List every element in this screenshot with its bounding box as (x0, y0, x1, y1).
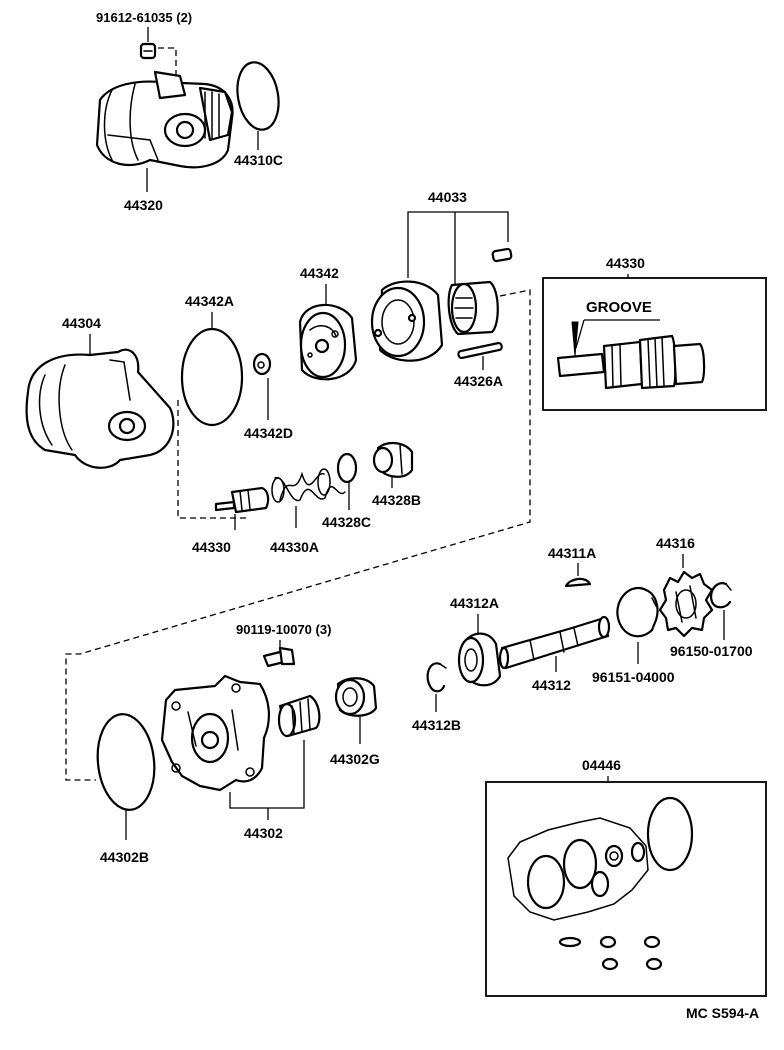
pump-assembly-44320 (95, 70, 234, 169)
label-44328B: 44328B (372, 492, 421, 508)
label-44342A: 44342A (185, 293, 234, 309)
label-44312B: 44312B (412, 717, 461, 733)
valve-groove-detail (556, 321, 706, 390)
label-44302: 44302 (244, 825, 283, 841)
front-cover-44302 (160, 674, 270, 792)
oring-44328C (336, 452, 358, 484)
spring-44330A (271, 468, 346, 503)
label-44312: 44312 (532, 677, 571, 693)
label-44342: 44342 (300, 265, 339, 281)
label-91612-61035: 91612-61035 (2) (96, 10, 192, 25)
oring-44310C (236, 61, 280, 131)
label-44330: 44330 (192, 539, 231, 555)
side-plate-44342 (298, 303, 358, 381)
label-44328C: 44328C (322, 514, 371, 530)
housing-44304 (25, 348, 175, 469)
rotor-44033 (447, 280, 499, 336)
label-44304: 44304 (62, 315, 101, 331)
nut-91612 (139, 42, 177, 80)
vane-44033 (491, 247, 513, 263)
label-96150-01700: 96150-01700 (670, 643, 753, 659)
label-44310C: 44310C (234, 152, 283, 168)
cam-ring-44033 (370, 280, 444, 362)
label-44302B: 44302B (100, 849, 149, 865)
label-90119-10070: 90119-10070 (3) (236, 622, 331, 637)
pin-44326A (457, 341, 503, 360)
label-44342D: 44342D (244, 425, 293, 441)
label-44330A: 44330A (270, 539, 319, 555)
needle-bearing-44302 (277, 694, 321, 738)
label-groove: GROOVE (586, 299, 652, 316)
bearing-44302G (334, 677, 378, 717)
label-44033: 44033 (428, 189, 467, 205)
label-44330-box: 44330 (606, 255, 645, 271)
washer-44342D (252, 352, 272, 376)
label-04446: 04446 (582, 757, 621, 773)
clip-96150-01700 (710, 582, 732, 609)
gear-44316 (658, 570, 714, 638)
label-44326A: 44326A (454, 373, 503, 389)
label-44316: 44316 (656, 535, 695, 551)
snap-ring-96151-04000 (616, 587, 659, 638)
bolt-90119-10070 (262, 646, 296, 668)
oring-44342A (180, 327, 244, 427)
label-44302G: 44302G (330, 751, 380, 767)
plug-44328B (372, 442, 414, 478)
shaft-44312 (498, 615, 611, 670)
bearing-44312A (457, 632, 502, 687)
groove-detail-box (542, 277, 767, 411)
label-44320: 44320 (124, 197, 163, 213)
label-44311A: 44311A (548, 545, 596, 561)
gasket-kit-contents (507, 796, 694, 971)
key-44311A (564, 577, 592, 588)
valve-44330 (214, 486, 270, 514)
snap-ring-44312B (426, 662, 447, 693)
diagram-code: MC S594-A (686, 1005, 759, 1021)
oring-44302B (96, 713, 156, 811)
label-96151-04000: 96151-04000 (592, 669, 675, 685)
label-44312A: 44312A (450, 595, 499, 611)
gasket-kit-box (485, 781, 767, 997)
